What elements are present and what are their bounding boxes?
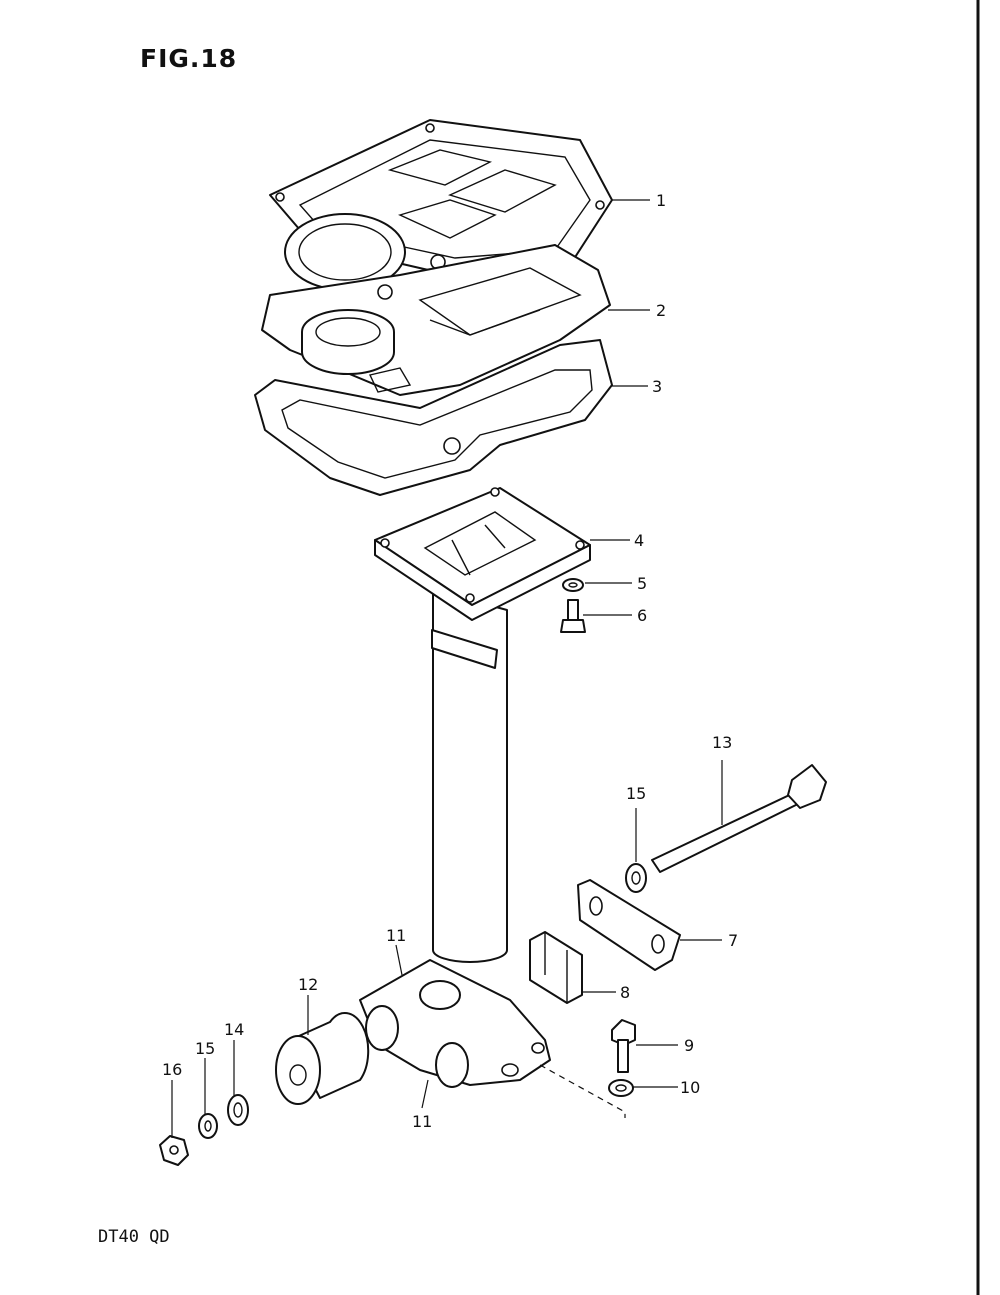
callout-2: 2: [656, 301, 666, 320]
callout-3: 3: [652, 377, 662, 396]
callout-6: 6: [637, 606, 647, 625]
callout-5: 5: [637, 574, 647, 593]
part-1-gasket[interactable]: [269, 119, 613, 291]
model-code: DT40 QD: [98, 1227, 170, 1247]
part-16-nut[interactable]: [159, 1135, 189, 1166]
callout-13: 13: [712, 733, 732, 752]
callout-10: 10: [680, 1078, 700, 1097]
part-2-plate[interactable]: [261, 244, 611, 396]
part-13-through-bolt[interactable]: [651, 764, 827, 873]
part-15-washer-upper[interactable]: [625, 863, 647, 893]
part-10-washer[interactable]: [608, 1079, 634, 1097]
part-7-bracket[interactable]: [577, 879, 681, 971]
part-5-washer[interactable]: [562, 578, 584, 592]
callout-12: 12: [298, 975, 318, 994]
part-12-bushing[interactable]: [275, 1012, 370, 1105]
part-14-washer[interactable]: [227, 1094, 249, 1126]
callout-11-lower: 11: [412, 1112, 432, 1131]
callout-7: 7: [728, 931, 738, 950]
part-4-exhaust-tube-plate[interactable]: [374, 487, 591, 963]
callout-14: 14: [224, 1020, 244, 1039]
figure-title: FIG.18: [140, 44, 238, 73]
callout-16: 16: [162, 1060, 182, 1079]
part-15-spring-washer-lower[interactable]: [198, 1113, 218, 1139]
callout-9: 9: [684, 1036, 694, 1055]
callout-labels: 1 2 3 4 5 6 7 8 9 10 11 11 12 13 14 15 1…: [162, 191, 738, 1131]
callout-8: 8: [620, 983, 630, 1002]
callout-11-upper: 11: [386, 926, 406, 945]
callout-4: 4: [634, 531, 644, 550]
part-8-rubber-mount[interactable]: [529, 931, 583, 1004]
part-11-mount-clamp[interactable]: [359, 959, 551, 1088]
part-6-bolt[interactable]: [560, 599, 586, 633]
callout-1: 1: [656, 191, 666, 210]
part-9-bolt[interactable]: [611, 1019, 636, 1073]
leader-lines: [171, 199, 723, 1138]
callout-15-upper: 15: [626, 784, 646, 803]
part-3-gasket[interactable]: [254, 339, 613, 496]
callout-15-lower: 15: [195, 1039, 215, 1058]
